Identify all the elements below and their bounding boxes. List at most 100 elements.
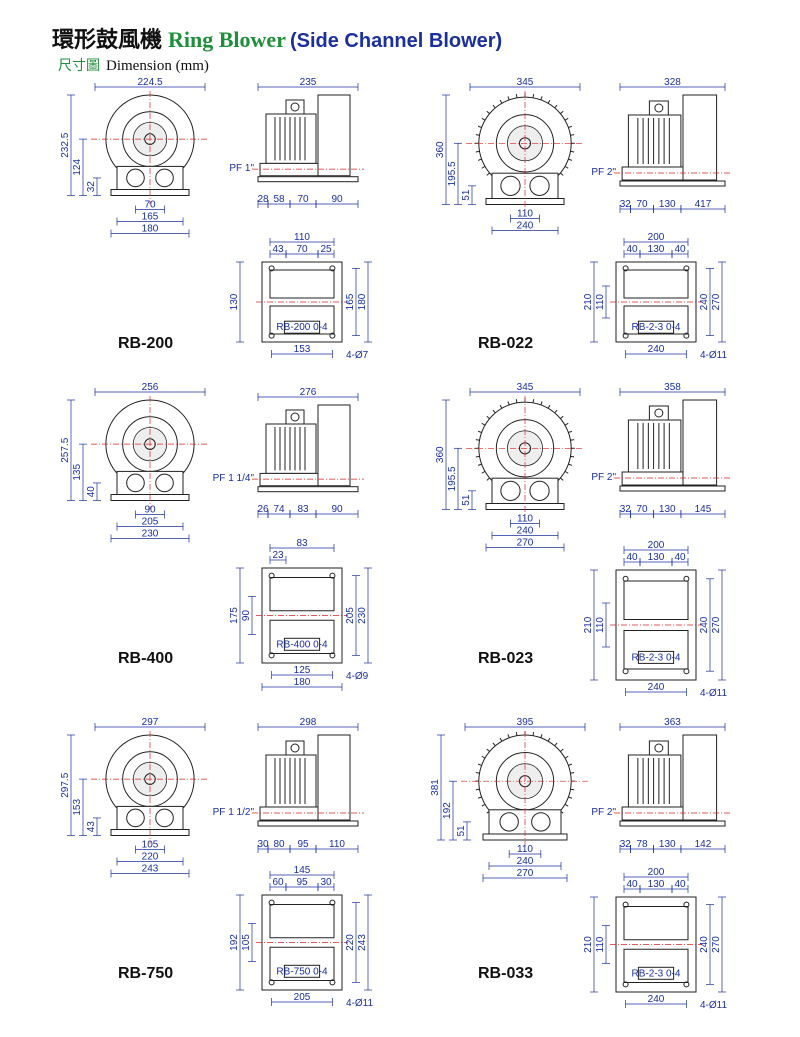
- front-center-height-dim: 195.5: [447, 161, 458, 186]
- plan-right-dim-0: 240: [699, 293, 710, 310]
- plan-top-dim-1: 23: [272, 550, 284, 561]
- title-english: Ring Blower: [168, 27, 286, 52]
- side-base-dim-3: 90: [331, 504, 343, 515]
- plan-left-dim-1: 110: [595, 617, 606, 633]
- side-base-dim-2: 70: [297, 194, 309, 205]
- front-outlet-height-dim: 51: [461, 494, 472, 506]
- side-base-dim-3: 142: [695, 839, 712, 850]
- mount-holes-label: 4-Ø11: [700, 350, 727, 361]
- plan-top-dim-1: 43: [272, 244, 284, 255]
- front-base-outer-dim: 243: [142, 864, 159, 875]
- plan-bottom-dim-0: 240: [648, 682, 665, 693]
- plan-bottom-dim-0: 240: [648, 994, 665, 1005]
- model-label: RB-022: [478, 335, 534, 352]
- plan-view-0: [256, 261, 348, 343]
- plan-top-dim-2: 70: [296, 244, 308, 255]
- side-base-dim-2: 130: [659, 504, 676, 515]
- side-base-dim-1: 74: [273, 504, 285, 515]
- front-height-dim: 232.5: [60, 132, 71, 157]
- front-width-dim: 395: [517, 717, 534, 728]
- plan-bottom-dim-0: 153: [294, 344, 311, 355]
- nameplate-label: RB-2-3 0-4: [632, 322, 681, 333]
- plan-right-dim-1: 180: [357, 293, 368, 310]
- side-width-dim: 358: [664, 382, 681, 393]
- side-view-1: [614, 94, 731, 187]
- side-view-2: [252, 404, 364, 493]
- plan-top-dim-3: 25: [320, 244, 332, 255]
- front-center-height-dim: 135: [72, 464, 83, 481]
- plan-top-dim-3: 40: [674, 244, 686, 255]
- plan-top-dim-0: 200: [648, 540, 665, 551]
- side-base-dim-0: 26: [257, 504, 269, 515]
- plan-top-dim-2: 130: [648, 879, 665, 890]
- side-view-0: [252, 94, 364, 183]
- plan-bottom-dim-1: 180: [294, 677, 311, 688]
- front-port-spacing-dim: 110: [517, 209, 533, 220]
- side-base-dim-2: 95: [297, 839, 309, 850]
- front-base-outer-dim: 270: [517, 538, 534, 549]
- front-outlet-height-dim: 32: [86, 181, 97, 193]
- front-width-dim: 297: [142, 717, 159, 728]
- front-base-outer-dim: 180: [142, 224, 159, 235]
- side-base-dim-3: 110: [329, 839, 345, 850]
- plan-top-dim-0: 200: [648, 232, 665, 243]
- plan-right-dim-0: 220: [345, 934, 356, 951]
- front-width-dim: 224.5: [137, 77, 162, 88]
- front-base-outer-dim: 270: [517, 868, 534, 879]
- side-base-dim-0: 32: [620, 839, 632, 850]
- plan-top-dim-1: 40: [626, 552, 638, 563]
- front-outlet-height-dim: 51: [456, 825, 467, 837]
- front-width-dim: 256: [142, 382, 159, 393]
- plan-top-dim-1: 60: [272, 877, 284, 888]
- front-base-dim: 240: [517, 856, 534, 867]
- front-center-height-dim: 195.5: [447, 466, 458, 491]
- side-port-label: PF 1": [229, 163, 254, 174]
- side-base-dim-1: 70: [636, 199, 648, 210]
- front-center-height-dim: 124: [72, 159, 83, 176]
- title-subtitle: (Side Channel Blower): [289, 30, 503, 52]
- plan-left-dim-0: 175: [229, 607, 240, 624]
- side-base-dim-2: 130: [659, 839, 676, 850]
- front-width-dim: 345: [517, 77, 534, 88]
- plan-right-dim-1: 230: [357, 607, 368, 624]
- plan-right-dim-1: 243: [357, 934, 368, 951]
- nameplate-label: RB-400 0-4: [276, 639, 328, 650]
- side-port-label: PF 1 1/2": [213, 807, 255, 818]
- plan-top-dim-1: 40: [626, 879, 638, 890]
- front-outlet-height-dim: 51: [461, 189, 472, 201]
- model-label: RB-033: [478, 965, 534, 982]
- plan-top-dim-0: 83: [296, 538, 308, 549]
- plan-top-dim-3: 40: [674, 879, 686, 890]
- plan-left-dim-0: 210: [583, 293, 594, 310]
- front-height-dim: 360: [435, 141, 446, 158]
- side-base-dim-0: 32: [620, 504, 632, 515]
- front-port-spacing-dim: 70: [144, 200, 156, 211]
- front-port-spacing-dim: 105: [142, 840, 159, 851]
- plan-right-dim-1: 270: [711, 293, 722, 310]
- mount-holes-label: 4-Ø7: [346, 350, 369, 361]
- plan-view-5: [610, 896, 702, 993]
- side-base-dim-3: 417: [695, 199, 712, 210]
- front-base-dim: 205: [142, 517, 159, 528]
- side-width-dim: 298: [300, 717, 317, 728]
- front-port-spacing-dim: 110: [517, 844, 533, 855]
- front-view-1: [466, 91, 584, 214]
- plan-right-dim-0: 205: [345, 607, 356, 624]
- side-base-dim-3: 145: [695, 504, 712, 515]
- front-width-dim: 345: [517, 382, 534, 393]
- front-view-5: [461, 731, 589, 849]
- plan-view-4: [256, 894, 348, 991]
- dimension-caption-cn: 尺寸圖: [58, 58, 100, 74]
- front-outlet-height-dim: 43: [86, 821, 97, 833]
- side-view-3: [614, 399, 731, 492]
- mount-holes-label: 4-Ø11: [700, 1000, 727, 1011]
- front-view-4: [91, 731, 209, 844]
- front-port-spacing-dim: 90: [144, 505, 156, 516]
- plan-right-dim-1: 270: [711, 616, 722, 633]
- plan-top-dim-0: 145: [294, 865, 311, 876]
- side-base-dim-1: 80: [273, 839, 285, 850]
- side-width-dim: 276: [300, 387, 317, 398]
- title-chinese: 環形鼓風機: [52, 27, 163, 53]
